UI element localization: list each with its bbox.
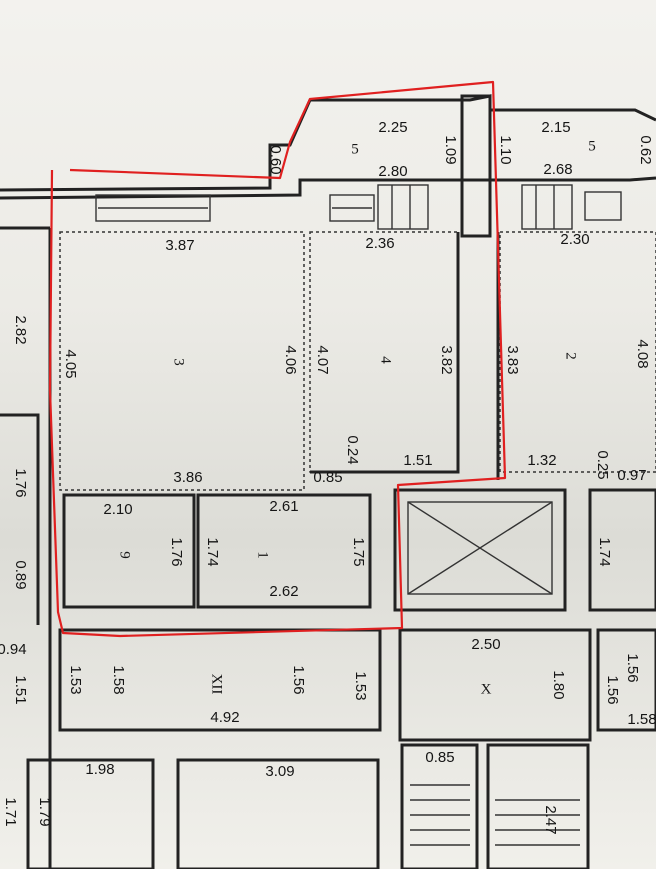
- dim-label: 2.25: [378, 119, 407, 136]
- apartment-highlight-outline: [48, 80, 507, 638]
- dim-label: 3.87: [165, 237, 194, 254]
- room-3-outline: [59, 231, 305, 491]
- dim-label: 1.51: [403, 452, 432, 469]
- room-number: 9: [117, 551, 133, 559]
- dim-label: 4.05: [62, 349, 79, 378]
- dim-label: 1.56: [624, 653, 641, 682]
- room-number: 2: [563, 352, 579, 360]
- dim-label: 0.24: [344, 435, 361, 464]
- room-x-wall: [398, 628, 592, 742]
- dim-label: 2.30: [560, 231, 589, 248]
- dim-label: 1.98: [85, 761, 114, 778]
- dim-label: 0.89: [12, 560, 29, 589]
- room-2-outline: [499, 231, 656, 473]
- dim-label: 0.25: [594, 450, 611, 479]
- window-room-2: [584, 191, 622, 221]
- dim-label: 1.58: [627, 711, 656, 728]
- dim-label: 1.79: [36, 797, 53, 826]
- window-room-3: [95, 194, 211, 222]
- dim-label: 1.74: [204, 537, 221, 566]
- window-room-4: [329, 194, 375, 222]
- room-number: X: [481, 681, 492, 697]
- dim-label: 1.74: [596, 537, 613, 566]
- dim-label: 4.06: [282, 345, 299, 374]
- dim-label: 2.80: [378, 163, 407, 180]
- right-lower-room: [596, 628, 656, 732]
- room-xii-wall: [58, 628, 382, 732]
- elevator-cross-b: [407, 501, 553, 595]
- left-room-wall: [0, 413, 40, 625]
- dim-label: 2.10: [103, 501, 132, 518]
- room-1-wall: [196, 493, 372, 609]
- dim-label: 2.61: [269, 498, 298, 515]
- dim-label: 1.76: [168, 537, 185, 566]
- dim-label: 0.62: [637, 135, 654, 164]
- dim-label: 2.50: [471, 636, 500, 653]
- room-number: 5: [588, 138, 596, 154]
- dim-label: 2.36: [365, 235, 394, 252]
- room-number: 1: [255, 551, 271, 559]
- facade-wall-inner: [0, 176, 656, 200]
- stair-left: [400, 743, 479, 869]
- dim-label: 1.53: [352, 671, 369, 700]
- room-number: 4: [378, 356, 394, 364]
- dim-label: 1.32: [527, 452, 556, 469]
- bottom-left-room: [26, 758, 155, 869]
- dim-label: 0.97: [617, 467, 646, 484]
- dim-label: 4.08: [634, 339, 651, 368]
- room-number: 5: [351, 141, 359, 157]
- elevator-shaft: [393, 488, 567, 612]
- room-4-outline: [309, 231, 459, 473]
- dim-label: 1.56: [290, 665, 307, 694]
- dim-label: 1.51: [12, 675, 29, 704]
- balcony-door-right: [521, 184, 573, 230]
- dim-label: 4.92: [210, 709, 239, 726]
- bottom-mid-room: [176, 758, 380, 869]
- plan-labels: 2.25 0.60 1.09 2.80 1.10 2.15 2.68 0.62 …: [0, 119, 656, 835]
- dim-label: 4.07: [314, 345, 331, 374]
- dim-label: 1.09: [442, 135, 459, 164]
- dim-label: 0.94: [0, 641, 27, 658]
- dim-label: 1.75: [350, 537, 367, 566]
- room-4-wall: [310, 232, 460, 474]
- room-number: 3: [171, 358, 187, 366]
- dim-label: 2.68: [543, 161, 572, 178]
- dim-label: 2.47: [542, 805, 559, 834]
- dim-label: 2.62: [269, 583, 298, 600]
- dim-label: 2.82: [12, 315, 29, 344]
- room-9-wall: [62, 493, 196, 609]
- dim-label: 1.80: [550, 670, 567, 699]
- dim-label: 1.10: [497, 135, 514, 164]
- dim-label: 3.82: [438, 345, 455, 374]
- dim-label: 0.60: [267, 145, 284, 174]
- dim-label: 2.15: [541, 119, 570, 136]
- room-number: XII: [209, 674, 225, 695]
- dim-label: 1.53: [67, 665, 84, 694]
- facade-wall: [0, 94, 656, 192]
- dim-label: 1.56: [604, 675, 621, 704]
- right-small-room: [588, 488, 656, 612]
- dim-label: 1.76: [12, 468, 29, 497]
- dim-label: 3.86: [173, 469, 202, 486]
- dim-label: 3.09: [265, 763, 294, 780]
- dim-label: 1.58: [110, 665, 127, 694]
- dim-label: 3.83: [504, 345, 521, 374]
- elevator-cabin: [407, 501, 553, 595]
- dim-label: 0.85: [313, 469, 342, 486]
- dim-label: 1.71: [2, 797, 19, 826]
- vent-shaft: [460, 94, 492, 238]
- stair-steps: [410, 784, 580, 846]
- balcony-door-left: [377, 184, 429, 230]
- stair-right: [486, 743, 590, 869]
- dim-label: 0.85: [425, 749, 454, 766]
